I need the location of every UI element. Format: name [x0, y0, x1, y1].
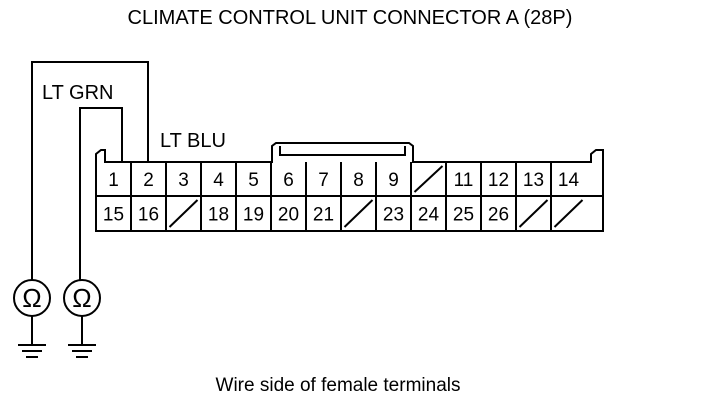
- pin-label-bottom: 15: [103, 205, 124, 226]
- pin-label-top: 12: [488, 170, 509, 191]
- meter-lead-1: [79, 107, 123, 280]
- wire-color-label-lt-blu: LT BLU: [160, 130, 226, 152]
- pin-label-top: 13: [523, 170, 544, 191]
- pin-label-top: 1: [108, 170, 119, 191]
- empty-cavity-slashes: [168, 165, 584, 228]
- pin-label-top: 4: [213, 170, 224, 191]
- diagram-title: CLIMATE CONTROL UNIT CONNECTOR A (28P): [128, 7, 573, 29]
- empty-cavity-slash: [343, 199, 374, 228]
- pin-label-top: 2: [143, 170, 154, 191]
- pin-label-bottom: 24: [418, 205, 440, 226]
- pin-label-bottom: 21: [313, 205, 334, 226]
- diagram-caption: Wire side of female terminals: [216, 375, 461, 396]
- empty-cavity-slash: [553, 199, 584, 228]
- ground-icon: [18, 344, 46, 358]
- ohm-symbol: Ω: [72, 283, 91, 313]
- pin-label-top: 7: [318, 170, 329, 191]
- pin-label-top: 5: [248, 170, 259, 191]
- pin-label-top: 9: [388, 170, 399, 191]
- pin-label-bottom: 20: [278, 205, 299, 226]
- connector-outline: [95, 142, 604, 232]
- pin-label-top: 14: [558, 170, 580, 191]
- pin-label-bottom: 25: [453, 205, 474, 226]
- pin-label-top: 3: [178, 170, 189, 191]
- pin-label-bottom: 26: [488, 205, 509, 226]
- ground-icon: [68, 344, 96, 358]
- pin-label-top: 8: [353, 170, 364, 191]
- pin-label-bottom: 23: [383, 205, 404, 226]
- pin-label-bottom: 16: [138, 205, 159, 226]
- pin-label-top: 6: [283, 170, 294, 191]
- wire-color-label-lt-grn: LT GRN: [42, 82, 114, 104]
- pin-label-top: 11: [454, 170, 474, 191]
- empty-cavity-slash: [518, 199, 549, 228]
- ohm-symbol: Ω: [22, 283, 41, 313]
- empty-cavity-slash: [413, 165, 444, 193]
- pin-label-bottom: 18: [208, 205, 229, 226]
- connector-latch: [279, 146, 406, 156]
- pin-label-bottom: 19: [243, 205, 264, 226]
- meter-lead-2: [31, 61, 149, 280]
- empty-cavity-slash: [168, 199, 199, 228]
- connector-cell-lines: [130, 162, 552, 231]
